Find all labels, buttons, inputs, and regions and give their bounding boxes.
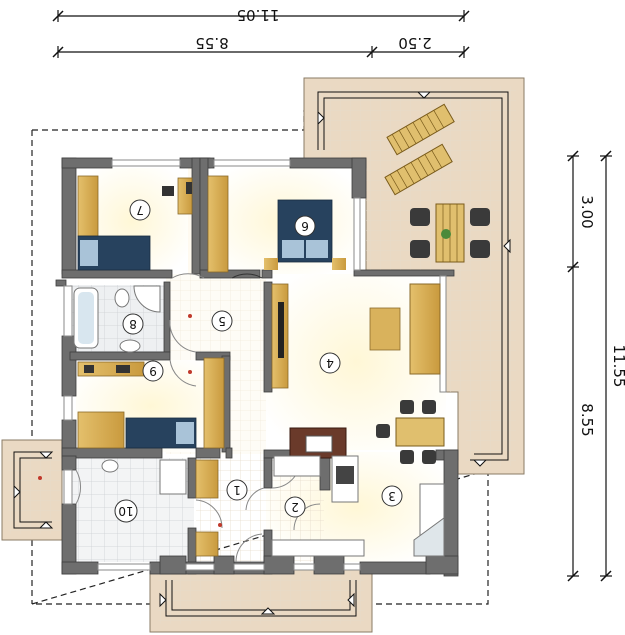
room-label-9[interactable]: 9 [142, 360, 164, 382]
room-label-1[interactable]: 1 [226, 479, 248, 501]
svg-text:9: 9 [149, 364, 157, 378]
walls [55, 157, 459, 577]
kitchen-3-fixtures [271, 455, 445, 557]
dim-upper-depth: 3.00 [578, 195, 596, 228]
living-furniture [271, 283, 445, 464]
dim-left-width: 8.55 [195, 34, 228, 52]
dim-lower-depth: 8.55 [578, 403, 596, 436]
room-label-3[interactable]: 3 [381, 485, 403, 507]
door-markers [38, 314, 222, 527]
dimension-right-total: 11.55 [600, 150, 625, 582]
bedroom-7-furniture [77, 175, 193, 271]
svg-text:1: 1 [233, 483, 241, 497]
outdoor-dining-table [410, 203, 490, 263]
dimension-top-total: 11.05 [52, 6, 470, 24]
svg-text:2: 2 [291, 500, 299, 514]
dimension-top-split: 8.55 2.50 [52, 34, 470, 58]
svg-text:4: 4 [326, 356, 334, 370]
room-label-2[interactable]: 2 [284, 496, 306, 518]
svg-text:6: 6 [301, 219, 309, 233]
dim-total-width: 11.05 [237, 6, 280, 24]
room-labels: 1 2 3 4 5 6 7 8 9 10 [114, 199, 403, 523]
windows [63, 159, 447, 571]
svg-text:5: 5 [218, 314, 226, 328]
room-10-fixtures [101, 459, 219, 557]
terrace-south [149, 569, 373, 633]
room-label-7[interactable]: 7 [129, 199, 151, 221]
dimension-right-split: 3.00 8.55 [567, 150, 596, 582]
room-label-6[interactable]: 6 [294, 215, 316, 237]
room-label-8[interactable]: 8 [122, 313, 144, 335]
svg-text:3: 3 [388, 489, 396, 503]
svg-text:8: 8 [129, 317, 137, 331]
dim-total-depth: 11.55 [610, 345, 625, 388]
entrance-arrows [13, 91, 511, 615]
room-label-4[interactable]: 4 [319, 352, 341, 374]
bathroom-8-fixtures [73, 285, 161, 353]
room-label-5[interactable]: 5 [211, 310, 233, 332]
sun-loungers [384, 103, 455, 196]
svg-text:10: 10 [118, 504, 133, 518]
dim-right-width: 2.50 [398, 34, 431, 52]
svg-text:7: 7 [136, 203, 144, 217]
room-label-10[interactable]: 10 [114, 499, 138, 523]
terrace-west [1, 439, 63, 541]
